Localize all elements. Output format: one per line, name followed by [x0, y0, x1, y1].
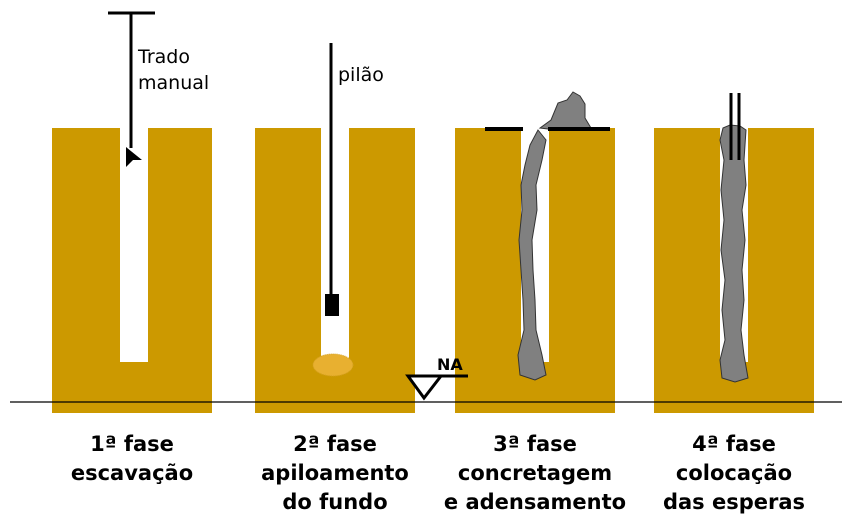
phase-3-title: 3ª fase: [493, 432, 577, 456]
phase-2-title: 2ª fase: [293, 432, 377, 456]
phase-4-title: 4ª fase: [692, 432, 776, 456]
phase-2-description-line-1: apiloamento: [261, 461, 409, 485]
auger-label-line-2: manual: [138, 72, 210, 94]
rammer-tool: [325, 43, 339, 316]
phase-3-description-line-1: concretagem: [457, 461, 613, 485]
phase-4-soil: [654, 93, 814, 413]
rammer-label: pilão: [338, 64, 384, 86]
phase-3-description-line-2: e adensamento: [443, 490, 627, 514]
water-level-label: NA: [437, 355, 463, 374]
phase-2-soil: [255, 128, 415, 413]
phase-3-caption: 3ª fase concretagem e adensamento: [435, 430, 635, 517]
auger-label: Trado manual: [138, 44, 209, 96]
auger-label-line-1: Trado: [138, 46, 190, 68]
phase-2-caption: 2ª fase apiloamento do fundo: [235, 430, 435, 517]
phase-4-description-line-2: das esperas: [662, 490, 806, 514]
phase-1-description: escavação: [70, 461, 194, 485]
phase-1-title: 1ª fase: [90, 432, 174, 456]
concrete-column-4: [719, 124, 749, 383]
compacted-base: [312, 353, 354, 377]
auger-bit-icon: [126, 147, 142, 167]
phase-4-caption: 4ª fase colocação das esperas: [634, 430, 834, 517]
phase-3-soil: [455, 91, 615, 413]
phase-2-description-line-2: do fundo: [282, 490, 388, 514]
rammer-weight: [325, 294, 339, 316]
water-level-symbol: [405, 374, 468, 401]
excavated-hole-1: [120, 128, 148, 362]
phase-4-description-line-1: colocação: [675, 461, 793, 485]
auger-tool: [108, 11, 155, 167]
phase-1-soil: [52, 128, 212, 413]
excavated-hole-2: [321, 128, 349, 362]
phase-1-caption: 1ª fase escavação: [32, 430, 232, 488]
